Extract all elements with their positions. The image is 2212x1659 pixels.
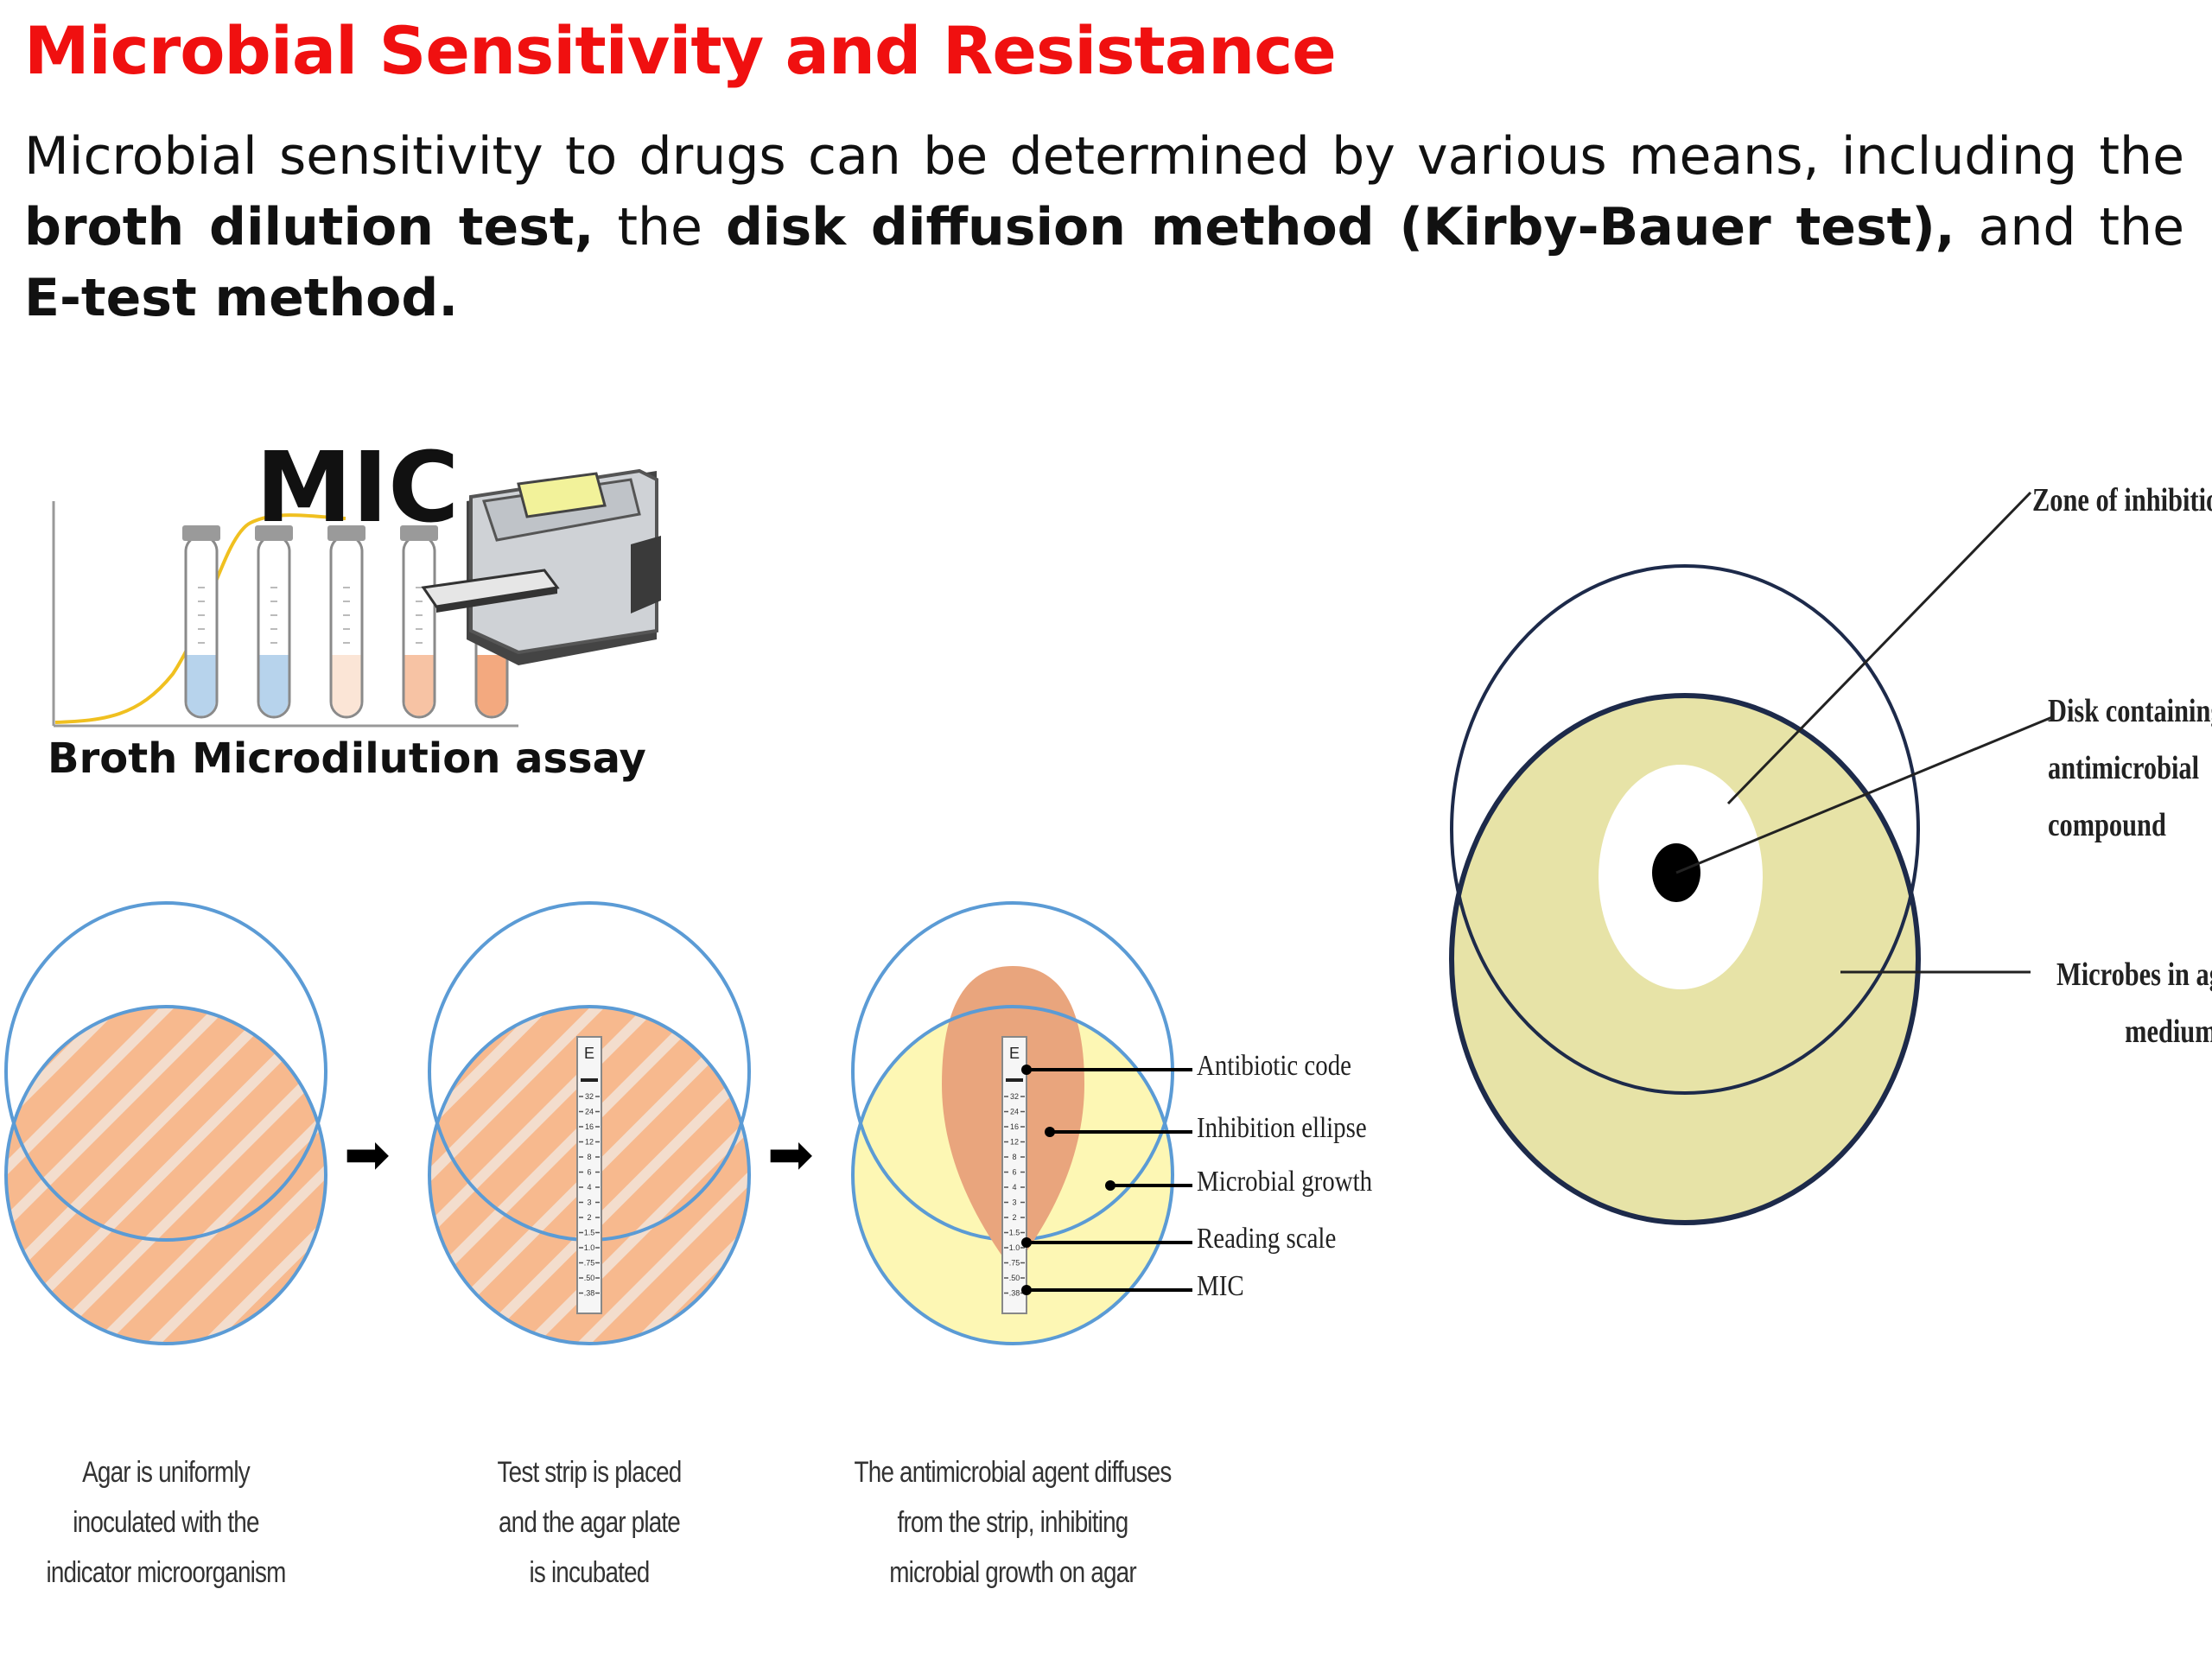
strip-scale-value: 8	[1012, 1153, 1016, 1161]
petri-dish-rim	[1450, 564, 1920, 1095]
etest-strip	[576, 1036, 602, 1314]
kb-callout-lines	[1675, 491, 2053, 974]
intro-bold-broth: broth dilution test,	[24, 197, 594, 257]
label-mic: MIC	[1197, 1270, 1244, 1302]
strip-scale-value: .75	[584, 1259, 595, 1268]
strip-scale-value: 8	[587, 1153, 591, 1161]
strip-scale-value: 12	[585, 1138, 594, 1147]
strip-scale-value: .38	[584, 1289, 595, 1298]
callout-lines	[1027, 1068, 1192, 1292]
test-tube	[255, 525, 293, 719]
strip-scale-value: 1.5	[584, 1229, 595, 1237]
intro-paragraph: Microbial sensitivity to drugs can be de…	[24, 121, 2184, 334]
strip-scale-value: .75	[1009, 1259, 1020, 1268]
strip-scale-value: 16	[1010, 1122, 1019, 1131]
plate-reader-icon	[421, 468, 661, 665]
strip-scale-value: 1.5	[1009, 1229, 1020, 1237]
broth-microdilution-figure	[52, 468, 661, 728]
intro-bold-etest: E-test method.	[24, 268, 459, 328]
label-reading-scale: Reading scale	[1197, 1223, 1337, 1255]
strip-code: E	[1009, 1045, 1020, 1062]
arrow-icon: ➡	[344, 1123, 391, 1187]
label-microbial-growth: Microbial growth	[1197, 1166, 1373, 1198]
arrow-icon: ➡	[767, 1123, 814, 1187]
label-antibiotic-code: Antibiotic code	[1197, 1050, 1351, 1082]
strip-scale-value: 32	[1010, 1092, 1019, 1101]
strip-scale-value: 2	[587, 1213, 591, 1222]
strip-scale-value: .50	[584, 1274, 595, 1282]
caption-step-3: The antimicrobial agent diffuses from th…	[854, 1456, 1173, 1589]
test-tube	[400, 525, 438, 719]
strip-scale-value: 1.0	[1009, 1243, 1020, 1252]
label-disk: Disk containing antimicrobial compound	[2048, 693, 2212, 843]
strip-scale-value: .38	[1009, 1289, 1020, 1298]
strip-scale-value: 2	[1012, 1213, 1016, 1222]
kirby-bauer-figure	[1449, 491, 2053, 1225]
strip-scale-value: 24	[1010, 1108, 1019, 1116]
mic-heading: MIC	[256, 432, 460, 544]
strip-code: E	[584, 1045, 594, 1062]
strip-scale-value: 4	[587, 1183, 591, 1192]
label-inhibition-ellipse: Inhibition ellipse	[1197, 1112, 1367, 1144]
broth-microdilution-label: Broth Microdilution assay	[48, 734, 646, 783]
strip-scale-value: 6	[1012, 1168, 1016, 1177]
strip-scale-value: 16	[585, 1122, 594, 1131]
intro-bold-disk: disk diffusion method (Kirby-Bauer test)…	[725, 197, 1955, 257]
strip-scale-value: 3	[1012, 1198, 1016, 1207]
strip-scale-value: 3	[587, 1198, 591, 1207]
strip-scale-value: 1.0	[584, 1243, 595, 1252]
test-tube	[182, 525, 220, 719]
caption-step-1: Agar is uniformly inoculated with the in…	[46, 1456, 286, 1589]
test-tube	[327, 525, 365, 719]
label-microbes: Microbes in agar medium	[2056, 957, 2212, 1050]
caption-step-2: Test strip is placed and the agar plate …	[497, 1456, 683, 1589]
label-zone-of-inhibition: Zone of inhibition	[2032, 482, 2212, 518]
strip-scale-value: 12	[1010, 1138, 1019, 1147]
intro-text-3: and the	[1955, 197, 2184, 257]
reader-screen	[517, 472, 607, 518]
intro-text-1: Microbial sensitivity to drugs can be de…	[24, 126, 2184, 187]
strip-scale-value: 32	[585, 1092, 594, 1101]
etest-strip-result	[1001, 1036, 1027, 1314]
strip-scale-value: 4	[1012, 1183, 1016, 1192]
intro-text-2: the	[594, 197, 726, 257]
agar-plate-inoculated	[4, 901, 327, 1345]
strip-scale-value: .50	[1009, 1274, 1020, 1282]
slide-title: Microbial Sensitivity and Resistance	[24, 12, 1337, 89]
strip-scale-value: 24	[585, 1108, 594, 1116]
strip-scale-value: 6	[587, 1168, 591, 1177]
test-tubes	[182, 525, 511, 719]
